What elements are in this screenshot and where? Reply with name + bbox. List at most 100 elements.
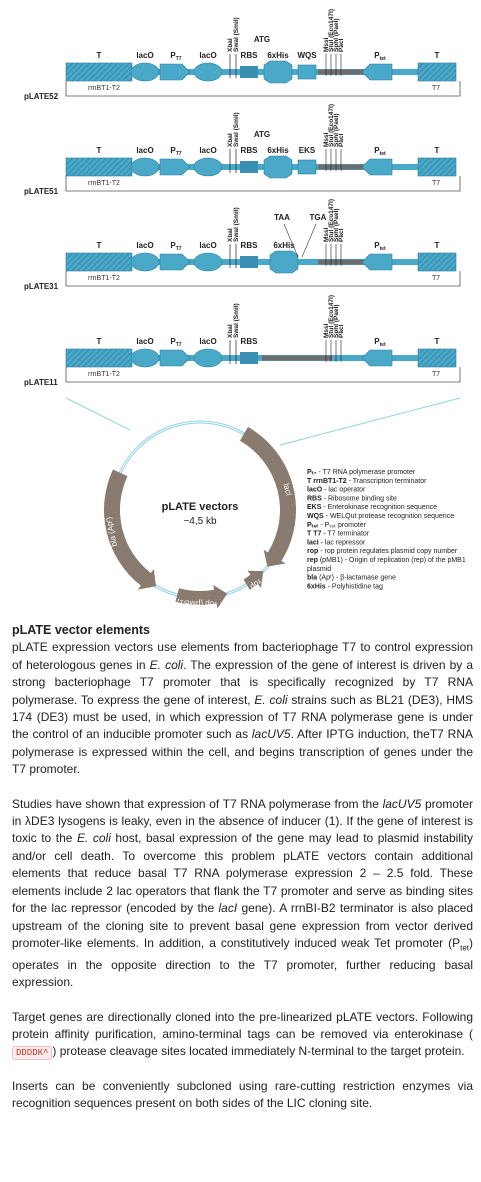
legend-row: lacO - lac operator (307, 487, 366, 494)
t7-promoter-arrow (159, 349, 191, 367)
atg-label: ATG (254, 130, 270, 139)
restriction-site-label: XbaI (227, 38, 234, 52)
p-subscript: tet (380, 246, 386, 252)
top-label: PT7 (170, 337, 181, 348)
legend-row: WQS - WELQut protease recognition sequen… (307, 513, 454, 520)
top-label: T (435, 146, 440, 155)
legend-row: T T7 - T7 terminator (307, 531, 370, 538)
p-subscript: tet (380, 151, 386, 157)
top-label: lacO (136, 241, 153, 250)
top-label: WQS (297, 51, 317, 60)
legend-term: rep (307, 557, 318, 564)
legend-row: plasmid (307, 566, 331, 573)
legend-desc: - Pₜₑₜ promoter (318, 522, 366, 529)
legend-row: lacI - lac repressor (307, 539, 366, 546)
top-label: lacO (199, 146, 216, 155)
top-label: T (97, 337, 102, 346)
para2-a: Studies have shown that expression of T7… (12, 796, 383, 811)
para1-c: strains such as BL21 (DE3), HMS 174 (DE3… (12, 692, 474, 742)
top-label: Ptet (374, 146, 386, 157)
t7-promoter-arrow (159, 63, 191, 81)
legend-row: 6xHis - Polyhistidine tag (307, 583, 383, 590)
top-label: PT7 (170, 241, 181, 252)
para1-a: pLATE expression vectors use elements fr… (12, 640, 473, 672)
terminator-t7-label: T7 (432, 180, 440, 187)
top-label: 6xHis (267, 146, 289, 155)
tet-promoter-arrow (361, 349, 393, 367)
legend-desc: - lac operator (322, 487, 366, 494)
rbs-box (240, 256, 258, 268)
terminator-rrnb-box (65, 157, 133, 177)
laci-arrow (240, 426, 296, 567)
legend-row: bla (Apʳ) - β-lactamase gene (307, 575, 396, 582)
top-label: T (97, 51, 102, 60)
top-label: PT7 (170, 146, 181, 157)
circle-title: pLATE vectors (162, 501, 239, 513)
vector-bracket (65, 367, 461, 383)
section-heading: pLATE vector elements (12, 623, 151, 637)
restriction-site-label: XbaI (227, 133, 234, 147)
para1-ecoli: E. coli (149, 657, 184, 672)
rbs-box (240, 161, 258, 173)
legend-desc: plasmid (307, 566, 331, 573)
rop-pmb1-arrow-label: rop (pMB1) (176, 598, 217, 608)
backbone (66, 164, 456, 170)
para2-c: host, basal expression of the gene may l… (12, 831, 473, 916)
laco-operator-1 (130, 157, 160, 177)
top-label: Ptet (374, 241, 386, 252)
lic-insert-region (262, 355, 332, 361)
stop-pointer (301, 223, 317, 258)
legend-term: bla (307, 575, 317, 582)
p-subscript: T7 (176, 151, 182, 157)
top-label: lacO (199, 51, 216, 60)
restriction-site-label: MssI (323, 132, 330, 147)
laco-operator-1 (130, 252, 160, 272)
vector-name: pLATE51 (24, 187, 59, 196)
top-label: lacO (199, 241, 216, 250)
para3-a: Target genes are directionally cloned in… (12, 1009, 473, 1041)
vector-name: pLATE11 (24, 378, 58, 387)
lic-insert-region (318, 69, 388, 75)
top-label: T (97, 146, 102, 155)
laco-operator-1 (130, 348, 160, 368)
top-label: RBS (241, 241, 259, 250)
terminator-rrnb-label: rrnBT1-T2 (88, 371, 120, 378)
vector-bracket (65, 81, 461, 97)
tet-promoter-arrow (361, 158, 393, 176)
restriction-site-label: StuI (Eco147I) (328, 295, 335, 338)
para1-d: . After IPTG induction, theT7 RNA polyme… (12, 727, 473, 777)
legend-term: Pₜ₇ (307, 469, 317, 476)
top-label: T (435, 337, 440, 346)
top-label: T (435, 51, 440, 60)
terminator-t7-box (417, 62, 457, 82)
enterokinase-tag: DDDDK^ (12, 1046, 53, 1061)
legend-desc: - Ribosome binding site (322, 495, 397, 502)
vector-name: pLATE52 (24, 92, 59, 101)
terminator-rrnb-label: rrnBT1-T2 (88, 85, 120, 92)
legend-desc: - Polyhistidine tag (326, 583, 383, 590)
legend-row: EKS - Enterokinase recognition sequence (307, 504, 437, 511)
tet-promoter-arrow (361, 253, 393, 271)
legend-row: rep (pMB1) - Origin of replication (rep)… (307, 557, 466, 564)
lic-insert-region (318, 164, 388, 170)
connector-line (279, 397, 461, 446)
tet-promoter-arrow (361, 63, 393, 81)
terminator-rrnb-box (65, 348, 133, 368)
top-label: 6xHis (273, 241, 295, 250)
legend-term: 6xHis (307, 583, 326, 590)
restriction-site-label: XbaI (227, 228, 234, 242)
terminator-t7-box (417, 157, 457, 177)
restriction-site-label: PacI (338, 38, 345, 52)
legend-term: lacO (307, 487, 323, 494)
laco-operator-2 (193, 348, 223, 368)
legend-row: Pₜ₇ - T7 RNA polymerase promoter (307, 469, 416, 476)
stop-codon-label: TGA (310, 213, 327, 222)
legend-desc: (Apʳ) - β-lactamase gene (317, 575, 396, 582)
para2-e: ) operates in the opposite direction to … (12, 935, 473, 990)
description-text: pLATE vector elements pLATE expression v… (12, 622, 473, 1113)
rbs-box (240, 352, 258, 364)
his-tag-block (269, 250, 299, 274)
